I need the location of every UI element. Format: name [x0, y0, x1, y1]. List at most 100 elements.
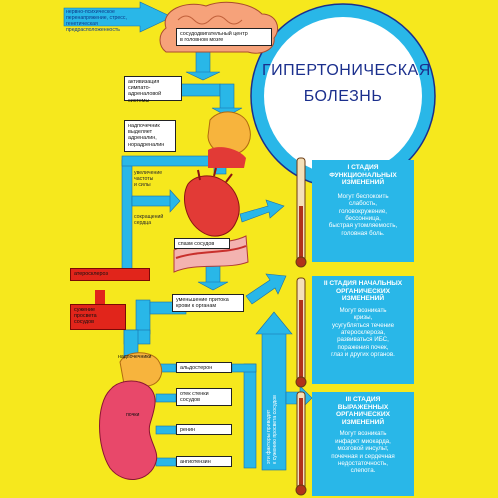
- kidney-top-illustration: [208, 147, 246, 168]
- narrowing-line: просвета: [74, 313, 97, 320]
- stage-body-line: головокружение,: [338, 207, 388, 215]
- thermometer-2: [295, 277, 307, 388]
- arrow-left-vertical: [121, 159, 133, 281]
- arrow-factors-column: [261, 329, 287, 471]
- adrenal-line: норадреналин: [128, 141, 165, 148]
- stage-title-line: II СТАДИЯ НАЧАЛЬНЫХ: [323, 280, 403, 287]
- arrow-heart-to-stage1: [239, 199, 285, 223]
- arrow-flow-to-stage2: [245, 273, 287, 305]
- heart-rate-line: увеличение: [134, 170, 163, 176]
- stage-body-line: развиваться ИБС,: [337, 336, 389, 344]
- arrow-hormones-vertical: [243, 363, 257, 469]
- vasomotor-line: в головном мозге: [180, 37, 224, 44]
- stage-title-line: ИЗМЕНЕНИЙ: [341, 179, 385, 187]
- contractions-line: сокращений: [134, 214, 164, 220]
- stage-2-panel: II СТАДИЯ НАЧАЛЬНЫХ ОРГАНИЧЕСКИХ ИЗМЕНЕН…: [312, 276, 414, 384]
- arrow-sym-down: [219, 83, 235, 111]
- arrow-adrenal-to-left: [121, 155, 213, 167]
- arrow-brain-down-head: [185, 71, 221, 81]
- stage-body-line: почечная и сердечная: [331, 452, 395, 460]
- sympatho-line: активизация: [128, 79, 160, 85]
- aldosterone-box: альдостерон: [176, 362, 232, 373]
- causes-text: нервно-психическое перенапряжение, стрес…: [66, 9, 146, 33]
- adrenal-line: выделяет: [128, 129, 153, 136]
- narrowing-line: сосудов: [74, 319, 94, 326]
- page-title: ГИПЕРТОНИЧЕСКАЯ БОЛЕЗНЬ: [262, 62, 431, 106]
- reduced-blood-flow-box: уменьшение притока крови к органам: [172, 294, 244, 312]
- narrowing-box: сужение просвета сосудов: [70, 304, 126, 330]
- arrow-to-heart-head: [169, 189, 181, 213]
- stage-body-line: слепота.: [350, 467, 376, 475]
- title-line1: ГИПЕРТОНИЧЕСКАЯ: [262, 62, 431, 79]
- vessel-inner: [175, 245, 247, 259]
- stage-body-line: инфаркт миокарда,: [335, 437, 391, 445]
- stage-1-title: I СТАДИЯ ФУНКЦИОНАЛЬНЫХ ИЗМЕНЕНИЙ: [317, 164, 409, 187]
- heart-rate-line: и силы: [134, 182, 151, 188]
- vasomotor-center-box: сосудодвигательный центр в головном мозг…: [176, 28, 272, 46]
- title-circle-inner: [264, 17, 422, 175]
- kidney-label: почки: [126, 412, 140, 418]
- title-line2: БОЛЕЗНЬ: [303, 88, 383, 105]
- renin-box: ренин: [176, 424, 232, 435]
- vasomotor-line: сосудодвигательный центр: [180, 31, 248, 37]
- factors-line: к сужению просвета сосудов: [272, 395, 278, 464]
- sympatho-line: симпато-адреналовой: [128, 85, 162, 98]
- reduced-flow-line: уменьшение притока: [176, 297, 229, 303]
- stage-body-line: слабость,: [348, 200, 377, 208]
- stage-3-body: Могут возникать инфаркт миокарда, мозгов…: [317, 430, 409, 474]
- stage-2-body: Могут возникать кризы, усугубляться тече…: [317, 307, 409, 359]
- stage-body-line: Могут возникать: [339, 306, 387, 314]
- stage-body-line: усугубляться течение: [331, 321, 395, 329]
- vessel-spasm-label: спазм сосудов: [174, 238, 230, 249]
- stage-2-title: II СТАДИЯ НАЧАЛЬНЫХ ОРГАНИЧЕСКИХ ИЗМЕНЕН…: [317, 280, 409, 303]
- causes-line: нервно-психическое: [66, 9, 115, 15]
- arrow-hormones-join: [231, 363, 257, 373]
- arrow-causes-to-brain: [63, 1, 173, 33]
- stage-body-line: бессонница,: [345, 215, 381, 222]
- stage-body-line: мозговой инсульт,: [337, 445, 389, 453]
- stage-3-panel: III СТАДИЯ ВЫРАЖЕННЫХ ОРГАНИЧЕСКИХ ИЗМЕН…: [312, 392, 414, 496]
- stage-title-line: ОРГАНИЧЕСКИХ: [335, 287, 391, 295]
- stage-title-line: III СТАДИЯ: [345, 396, 381, 403]
- arrow-spasm-down-head: [197, 281, 229, 291]
- edema-line: отек стенки: [180, 391, 209, 397]
- stage-body-line: атеросклероза,: [340, 329, 386, 336]
- adrenal-line: адреналин,: [128, 135, 157, 142]
- contractions-text: сокращений сердца: [134, 214, 174, 226]
- stage-1-panel: I СТАДИЯ ФУНКЦИОНАЛЬНЫХ ИЗМЕНЕНИЙ Могут …: [312, 160, 414, 262]
- arrow-brain-down: [195, 51, 211, 75]
- narrowing-line: сужение: [74, 307, 96, 313]
- thermometer-1: [295, 157, 307, 268]
- heart-rate-line: частоты: [134, 176, 154, 182]
- arrow-factors-head: [255, 311, 293, 335]
- factors-vertical-text: эти факторы приводят к сужению просвета …: [266, 395, 278, 464]
- arrow-angio: [155, 457, 177, 467]
- stage-body-line: быстрая утомляемость,: [328, 222, 398, 230]
- stage-title-line: ВЫРАЖЕННЫХ: [337, 403, 389, 411]
- arrow-flow-down: [135, 299, 151, 335]
- heart-vessels: [197, 167, 233, 183]
- stage-title-line: ОРГАНИЧЕСКИХ: [335, 411, 391, 419]
- stage-title-line: ФУНКЦИОНАЛЬНЫХ: [329, 171, 397, 179]
- stage-body-line: кризы,: [353, 314, 373, 322]
- stage-title-line: ИЗМЕНЕНИЙ: [341, 295, 385, 303]
- stage-body-line: головная боль.: [341, 229, 385, 237]
- arrow-renin: [155, 425, 177, 435]
- adrenals-illustration: [119, 352, 163, 387]
- sympatho-adrenal-box: активизация симпато-адреналовой системы: [124, 76, 182, 104]
- stage-body-line: глаз и других органов.: [331, 351, 395, 359]
- arrow-to-heart: [131, 195, 173, 207]
- arrow-edema: [155, 393, 177, 403]
- causes-line: генетическая: [66, 21, 98, 27]
- thermometer-3: [295, 391, 307, 496]
- sympatho-line: системы: [128, 97, 150, 104]
- stage-body-line: недостаточность,: [338, 460, 388, 467]
- contractions-line: сердца: [134, 220, 152, 226]
- heart-rate-text: увеличение частоты и силы: [134, 170, 174, 188]
- stage-body-line: Могут возникать: [339, 430, 387, 438]
- reduced-flow-line: крови к органам: [176, 303, 217, 310]
- stage-1-body: Могут беспокоить слабость, головокружени…: [317, 193, 409, 237]
- stage-title-line: I СТАДИЯ: [347, 164, 379, 171]
- angiotensin-box: ангиотензин: [176, 456, 232, 467]
